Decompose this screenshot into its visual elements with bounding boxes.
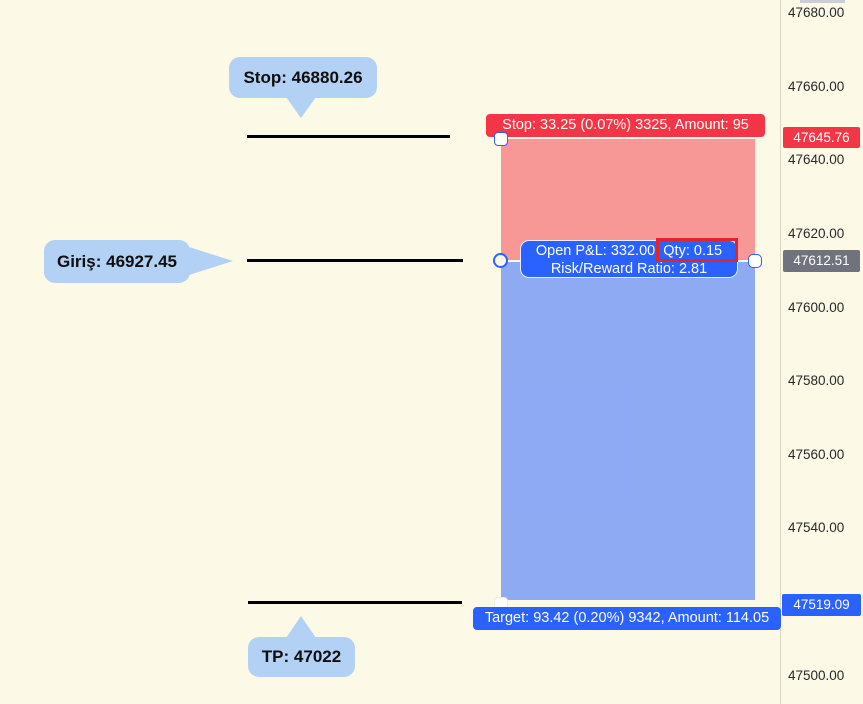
- target-price-line[interactable]: [248, 601, 462, 604]
- entry-callout-bubble[interactable]: Giriş: 46927.45: [44, 240, 190, 283]
- axis-tick: 47600.00: [788, 300, 845, 315]
- stop-loss-label[interactable]: Stop: 33.25 (0.07%) 3325, Amount: 95: [486, 114, 765, 137]
- axis-top-sliver: [800, 0, 845, 3]
- entry-callout-tail: [189, 247, 233, 275]
- axis-tick: 47500.00: [788, 668, 845, 683]
- price-axis[interactable]: 47680.00 47660.00 47640.00 47620.00 4760…: [780, 0, 863, 704]
- tp-callout-bubble[interactable]: TP: 47022: [248, 637, 355, 677]
- target-price-badge: 47519.09: [782, 594, 861, 616]
- risk-reward-text: Risk/Reward Ratio: 2.81: [550, 261, 708, 277]
- axis-tick: 47540.00: [788, 520, 845, 535]
- qty-highlight-box: [656, 238, 738, 262]
- reward-zone[interactable]: [501, 262, 755, 600]
- stop-callout-bubble[interactable]: Stop: 46880.26: [229, 57, 377, 98]
- stop-callout-text: Stop: 46880.26: [243, 68, 363, 87]
- stop-price-badge: 47645.76: [783, 127, 860, 148]
- entry-right-drag-handle[interactable]: [748, 254, 762, 268]
- entry-callout-text: Giriş: 46927.45: [56, 252, 178, 271]
- take-profit-label[interactable]: Target: 93.42 (0.20%) 9342, Amount: 114.…: [473, 607, 781, 630]
- tp-callout-text: TP: 47022: [261, 647, 342, 666]
- axis-tick: 47680.00: [788, 5, 845, 20]
- stop-callout-tail: [286, 97, 316, 118]
- axis-tick: 47660.00: [788, 79, 845, 94]
- axis-tick: 47560.00: [788, 447, 845, 462]
- open-pnl-text: Open P&L: 332.00, Qty: 0.15: [535, 243, 723, 259]
- axis-tick: 47580.00: [788, 373, 845, 388]
- tp-callout-tail: [286, 616, 316, 638]
- entry-price-badge: 47612.51: [783, 250, 860, 272]
- stop-price-line[interactable]: [247, 135, 450, 138]
- axis-tick: 47640.00: [788, 152, 845, 167]
- stop-drag-handle[interactable]: [494, 132, 508, 146]
- axis-tick: 47620.00: [788, 226, 845, 241]
- entry-price-line[interactable]: [247, 259, 463, 262]
- entry-left-drag-handle[interactable]: [493, 253, 508, 268]
